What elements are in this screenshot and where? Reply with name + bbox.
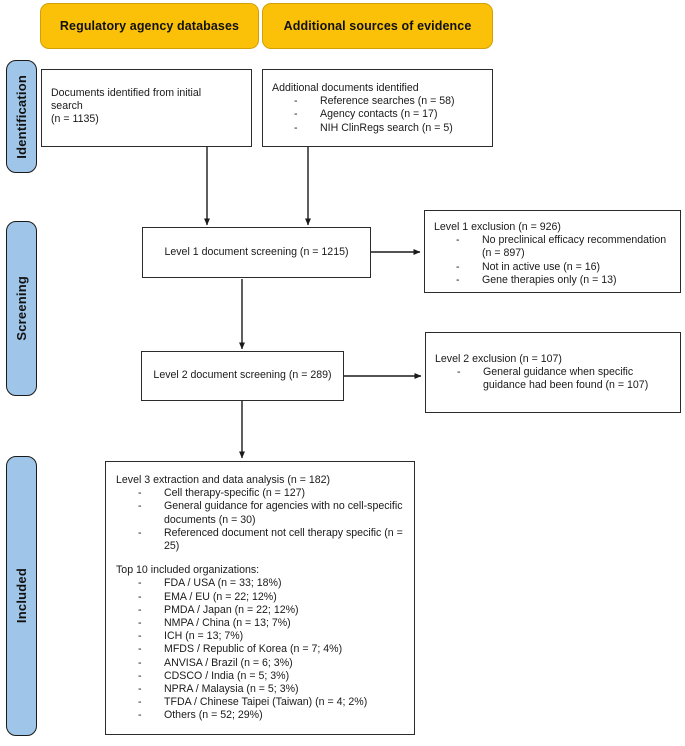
initial-search-line-2: search <box>51 100 83 113</box>
level3-list: Cell therapy-specific (n = 127) General … <box>116 487 404 553</box>
initial-search-line-1: Documents identified from initial <box>51 87 202 99</box>
list-item: Others (n = 52; 29%) <box>116 709 404 722</box>
list-item: CDSCO / India (n = 5; 3%) <box>116 670 404 683</box>
box-level2-exclusion: Level 2 exclusion (n = 107) General guid… <box>425 332 681 413</box>
source-banner-regulatory: Regulatory agency databases <box>40 3 259 49</box>
level3-lead: Level 3 extraction and data analysis (n … <box>116 474 331 486</box>
list-item: MFDS / Republic of Korea (n = 7; 4%) <box>116 643 404 656</box>
phase-sidebar-identification: Identification <box>6 60 37 173</box>
list-item: Referenced document not cell therapy spe… <box>116 527 404 553</box>
level1-exclusion-lead: Level 1 exclusion (n = 926) <box>434 221 561 233</box>
list-item: TFDA / Chinese Taipei (Taiwan) (n = 4; 2… <box>116 696 404 709</box>
list-item: Gene therapies only (n = 13) <box>434 274 671 287</box>
level2-exclusion-list: General guidance when specific guidance … <box>435 366 671 392</box>
box-level3-included: Level 3 extraction and data analysis (n … <box>105 461 415 735</box>
list-item: Agency contacts (n = 17) <box>272 108 483 121</box>
box-level1-screening: Level 1 document screening (n = 1215) <box>142 227 371 278</box>
list-item: EMA / EU (n = 22; 12%) <box>116 591 404 604</box>
organizations-lead: Top 10 included organizations: <box>116 564 260 577</box>
source-banner-additional: Additional sources of evidence <box>262 3 493 49</box>
list-item: Cell therapy-specific (n = 127) <box>116 487 404 500</box>
phase-sidebar-identification-label: Identification <box>14 74 29 159</box>
initial-search-line-3: (n = 1135) <box>51 113 99 126</box>
list-item: ANVISA / Brazil (n = 6; 3%) <box>116 657 404 670</box>
list-item: No preclinical efficacy recommendation (… <box>434 234 671 260</box>
list-item: FDA / USA (n = 33; 18%) <box>116 577 404 590</box>
phase-sidebar-included: Included <box>6 456 37 736</box>
list-item: PMDA / Japan (n = 22; 12%) <box>116 604 404 617</box>
box-level1-exclusion: Level 1 exclusion (n = 926) No preclinic… <box>424 210 681 293</box>
list-item: General guidance for agencies with no ce… <box>116 500 404 526</box>
list-item: Not in active use (n = 16) <box>434 261 671 274</box>
source-banner-regulatory-label: Regulatory agency databases <box>59 19 240 33</box>
level2-screening-label: Level 2 document screening (n = 289) <box>153 369 332 382</box>
list-item: General guidance when specific guidance … <box>435 366 671 392</box>
level2-exclusion-lead: Level 2 exclusion (n = 107) <box>435 353 562 365</box>
list-item: NIH ClinRegs search (n = 5) <box>272 122 483 135</box>
list-item: ICH (n = 13; 7%) <box>116 630 404 643</box>
box-additional-documents: Additional documents identified Referenc… <box>262 69 493 147</box>
spacer <box>116 553 404 564</box>
phase-sidebar-included-label: Included <box>14 568 29 624</box>
list-item: NMPA / China (n = 13; 7%) <box>116 617 404 630</box>
organizations-list: FDA / USA (n = 33; 18%) EMA / EU (n = 22… <box>116 577 404 722</box>
additional-documents-list: Reference searches (n = 58) Agency conta… <box>272 95 483 135</box>
list-item: Reference searches (n = 58) <box>272 95 483 108</box>
additional-documents-lead: Additional documents identified <box>272 82 419 94</box>
phase-sidebar-screening-label: Screening <box>14 276 29 341</box>
level1-exclusion-list: No preclinical efficacy recommendation (… <box>434 234 671 287</box>
box-level2-screening: Level 2 document screening (n = 289) <box>141 351 344 401</box>
box-initial-search: Documents identified from initial search… <box>41 69 252 147</box>
level1-screening-label: Level 1 document screening (n = 1215) <box>164 245 349 258</box>
source-banner-additional-label: Additional sources of evidence <box>283 19 472 33</box>
list-item: NPRA / Malaysia (n = 5; 3%) <box>116 683 404 696</box>
phase-sidebar-screening: Screening <box>6 221 37 396</box>
